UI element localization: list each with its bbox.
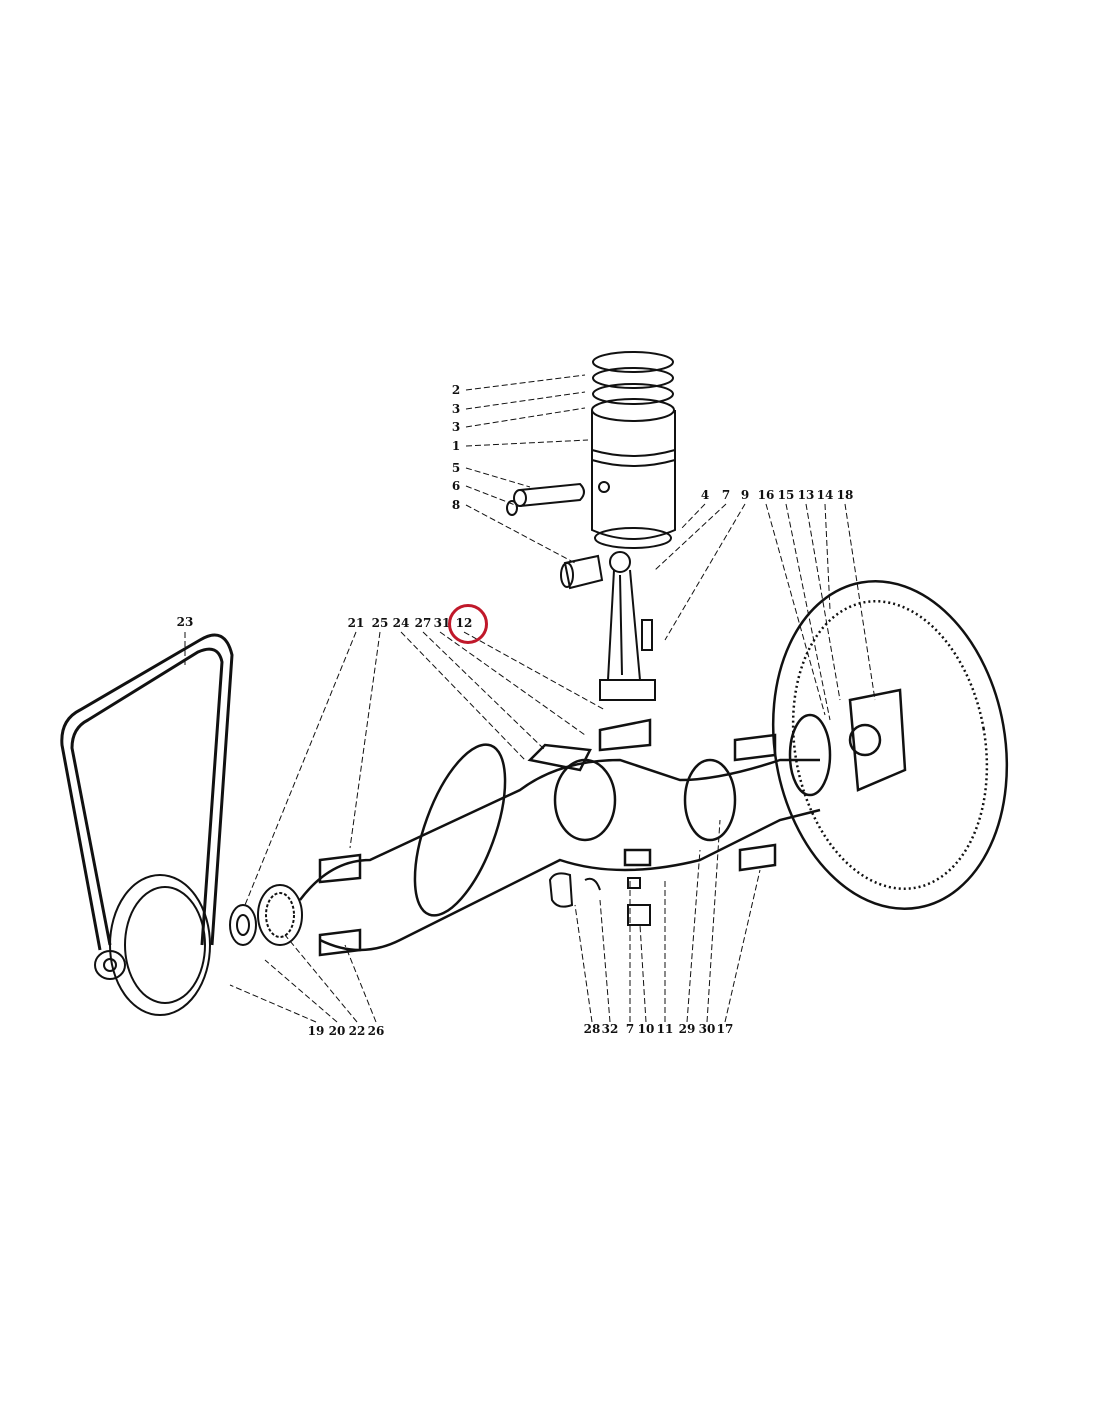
fan-belt — [60, 633, 234, 951]
connecting-rod — [599, 551, 656, 701]
gudgeon-pin — [506, 482, 585, 516]
timing-gear — [229, 884, 303, 946]
part-label: 15 — [777, 488, 795, 502]
part-label: 5 — [451, 461, 461, 475]
part-label: 17 — [716, 1022, 734, 1036]
part-label: 7 — [721, 488, 731, 502]
thrust-washers — [548, 872, 651, 926]
part-label: 2 — [451, 383, 461, 397]
part-label: 13 — [797, 488, 815, 502]
part-label: 19 — [307, 1024, 325, 1038]
part-label: 10 — [637, 1022, 655, 1036]
part-label: 22 — [348, 1024, 366, 1038]
part-label: 6 — [451, 479, 461, 493]
part-label: 28 — [583, 1022, 601, 1036]
part-label: 4 — [700, 488, 710, 502]
part-label: 14 — [816, 488, 834, 502]
part-label: 18 — [836, 488, 854, 502]
part-label: 1 — [451, 439, 461, 453]
piston — [591, 351, 676, 549]
part-label: 24 — [392, 616, 410, 630]
part-label: 3 — [451, 402, 461, 416]
part-label: 31 — [433, 616, 451, 630]
part-label: 3 — [451, 420, 461, 434]
part-label: 9 — [740, 488, 750, 502]
part-label: 8 — [451, 498, 461, 512]
crankshaft-pulley — [94, 874, 211, 1016]
part-label: 25 — [371, 616, 389, 630]
crankshaft — [299, 713, 832, 957]
part-label: 21 — [347, 616, 365, 630]
part-label: 26 — [367, 1024, 385, 1038]
part-label: 16 — [757, 488, 775, 502]
part-label: 32 — [601, 1022, 619, 1036]
part-label: 30 — [698, 1022, 716, 1036]
part-label: 23 — [176, 615, 194, 629]
highlight-circle — [448, 604, 488, 644]
part-label: 27 — [414, 616, 432, 630]
part-label: 7 — [625, 1022, 635, 1036]
flywheel — [771, 580, 1009, 910]
part-label: 11 — [656, 1022, 674, 1036]
part-label: 29 — [678, 1022, 696, 1036]
leader-lines — [184, 374, 876, 1023]
small-end-bush — [560, 554, 604, 590]
part-label: 20 — [328, 1024, 346, 1038]
